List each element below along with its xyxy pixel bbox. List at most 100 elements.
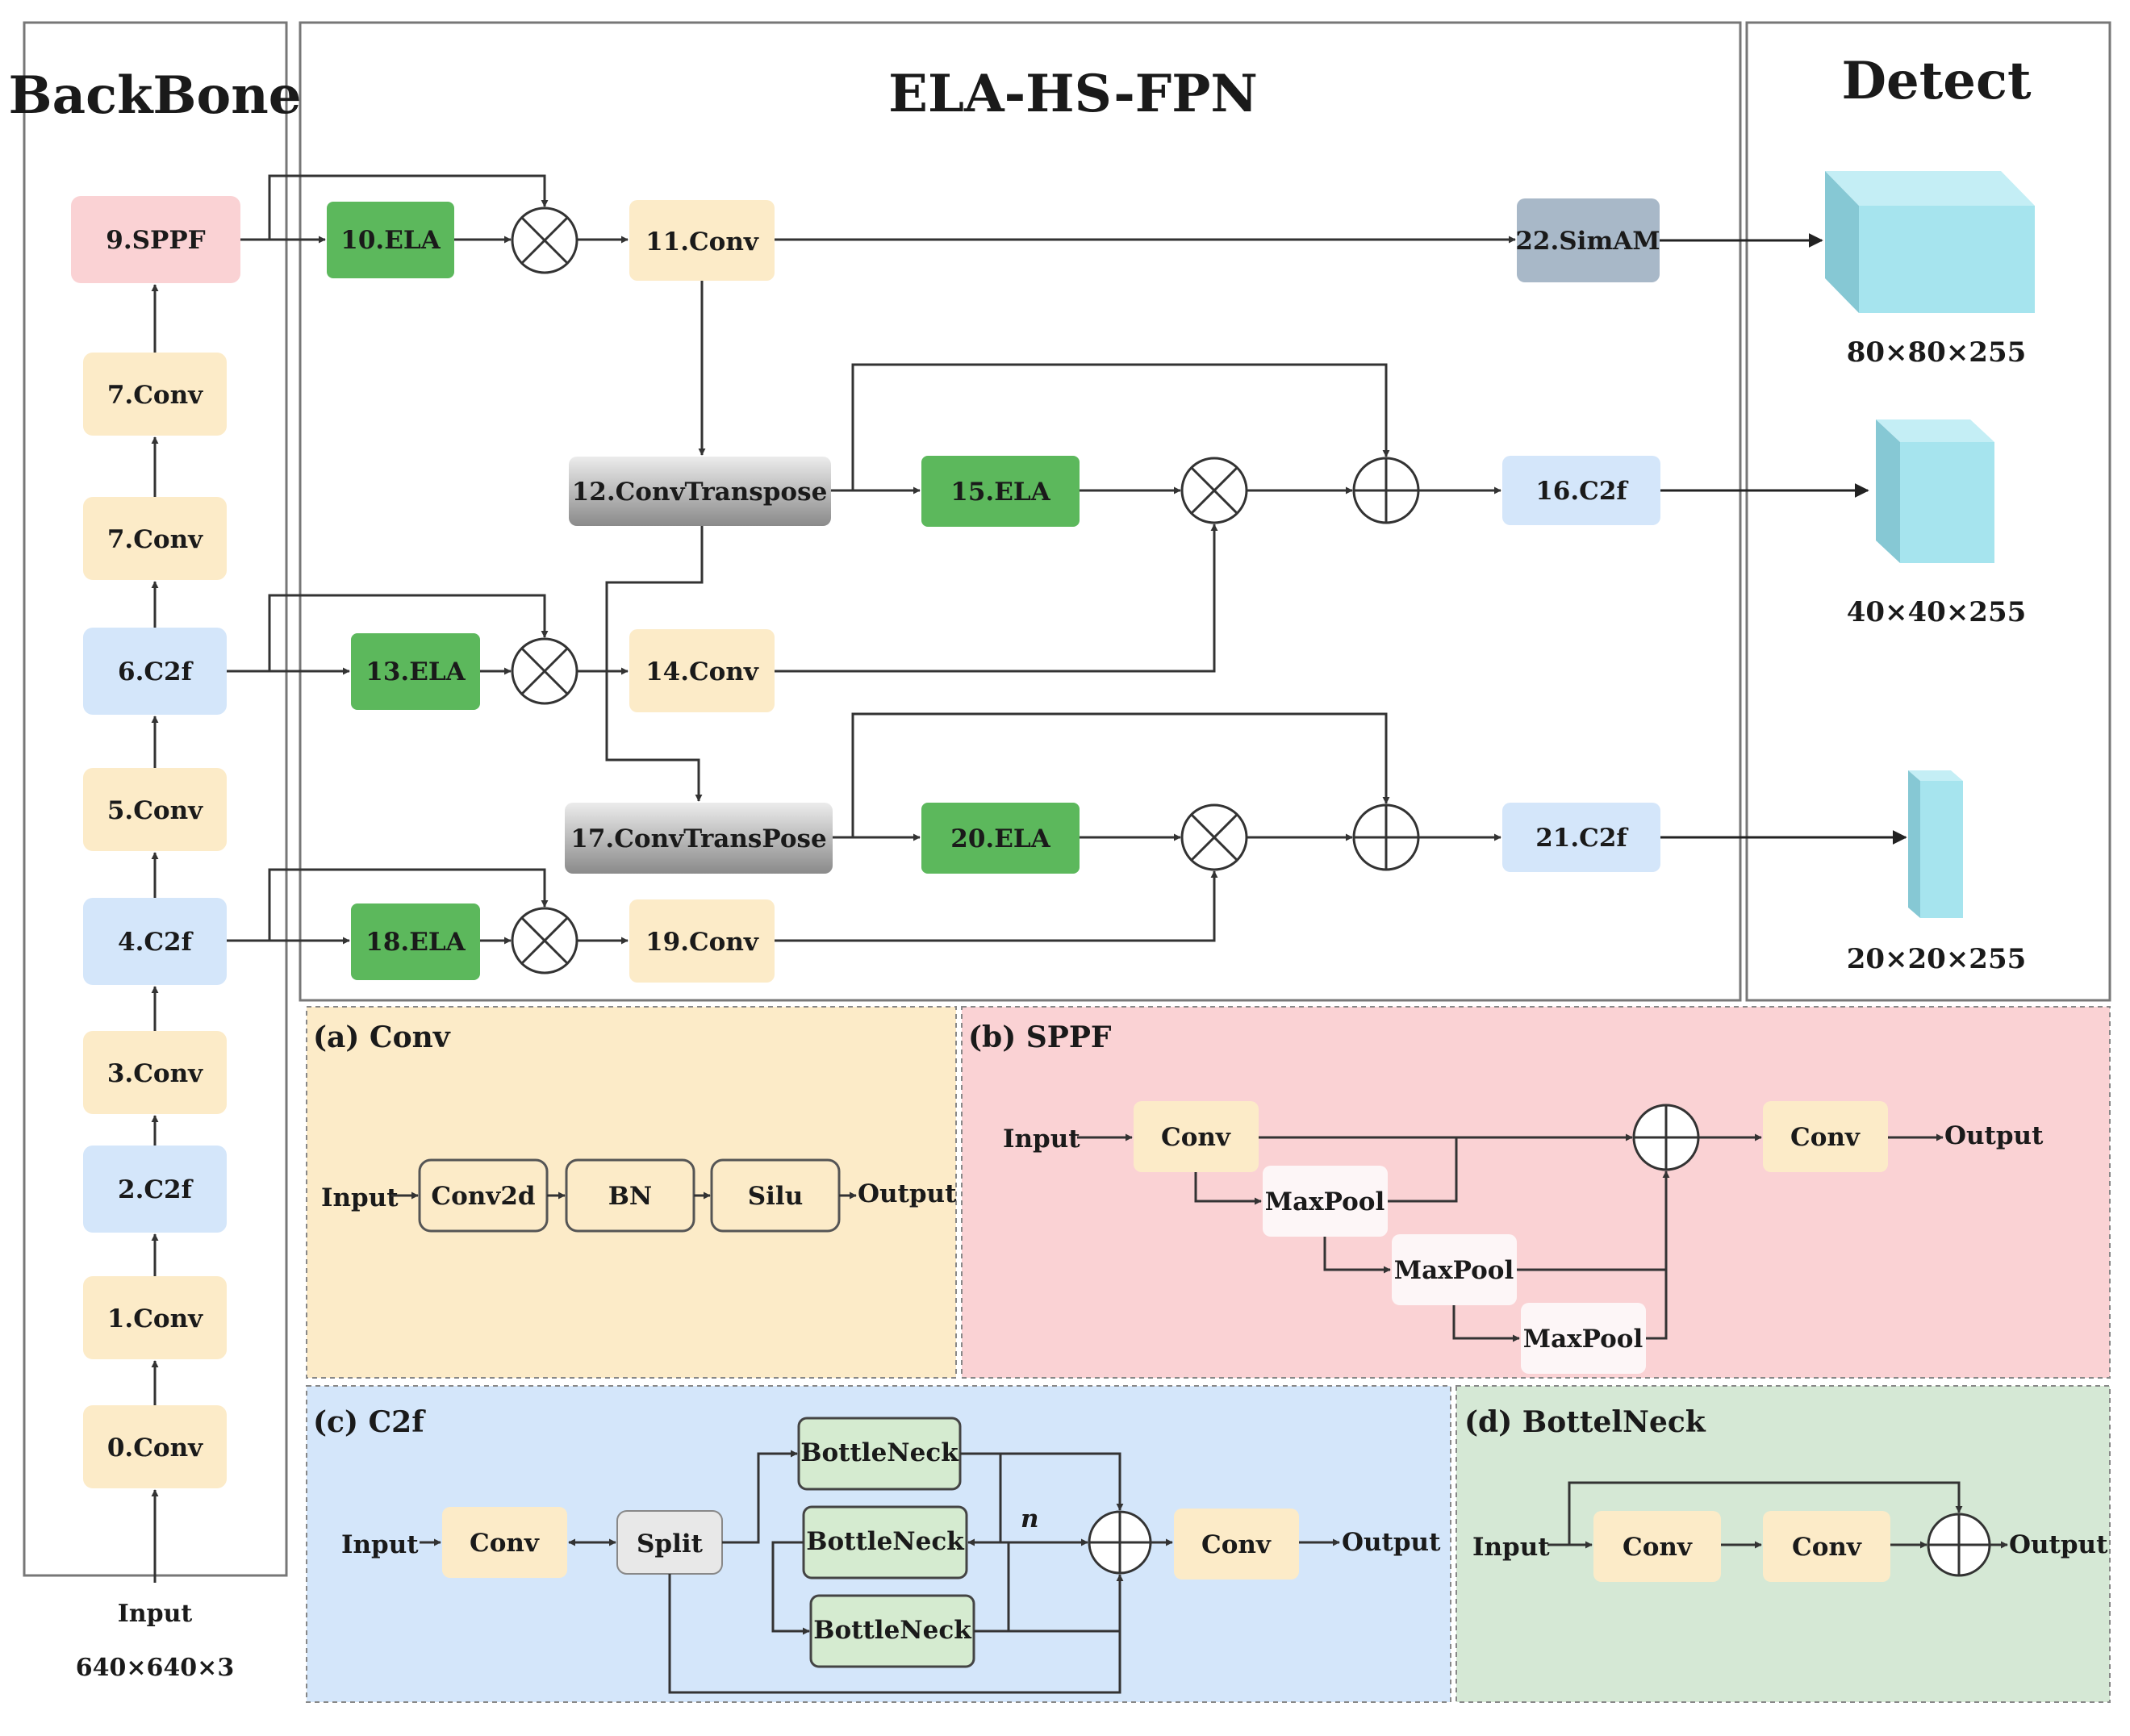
- add-operator: [1088, 1510, 1152, 1575]
- backbone-node-conv-1-label: 1.Conv: [107, 1304, 203, 1333]
- fpn-node-simam-22: 22.SimAM: [1515, 198, 1660, 282]
- panel-c-n-label: n: [1021, 1504, 1039, 1534]
- fpn-node-c2f-21: 21.C2f: [1502, 803, 1660, 872]
- output-dim-large: 80×80×255: [1847, 336, 2027, 369]
- fpn-node-convtranspose-12-label: 12.ConvTranspose: [572, 478, 828, 507]
- panel-d-conv-1-block: Conv: [1593, 1511, 1721, 1582]
- panel-c-bottleneck-3-label: BottleNeck: [813, 1616, 972, 1645]
- backbone-node-c2f-4: 4.C2f: [83, 898, 227, 985]
- backbone-input-label: Input: [118, 1600, 193, 1628]
- panel-d-output: Output: [2009, 1530, 2108, 1559]
- backbone-node-conv-0: 0.Conv: [83, 1405, 227, 1488]
- detect-panel: [1745, 21, 2111, 1002]
- panel-c-split-label: Split: [637, 1529, 704, 1559]
- panel-b-conv-in-label: Conv: [1161, 1123, 1231, 1152]
- panel-c-input: Input: [341, 1530, 419, 1559]
- backbone-node-conv-5: 5.Conv: [83, 768, 227, 851]
- fpn-node-conv-11-label: 11.Conv: [645, 227, 759, 257]
- panel-c-conv-out-label: Conv: [1201, 1530, 1272, 1559]
- backbone-node-sppf-label: 9.SPPF: [106, 226, 205, 255]
- fpn-node-ela-20-label: 20.ELA: [950, 824, 1050, 853]
- add-operator: [1352, 803, 1420, 871]
- fpn-node-ela-18-label: 18.ELA: [365, 928, 466, 957]
- fpn-node-ela-15: 15.ELA: [921, 456, 1080, 527]
- fpn-node-convtranspose-12: 12.ConvTranspose: [569, 457, 831, 526]
- fpn-connections: [227, 174, 1516, 945]
- backbone-title: BackBone: [9, 65, 302, 126]
- backbone-node-sppf: 9.SPPF: [71, 196, 240, 283]
- panel-b-maxpool-1-label: MaxPool: [1265, 1187, 1385, 1216]
- fpn-node-ela-13-label: 13.ELA: [365, 657, 466, 686]
- panel-c-title: (c) C2f: [313, 1405, 426, 1439]
- multiply-operator: [1180, 803, 1248, 871]
- output-dim-small: 20×20×255: [1847, 943, 2027, 975]
- panel-b-conv-out-label: Conv: [1790, 1123, 1861, 1152]
- output-dim-medium: 40×40×255: [1847, 596, 2027, 628]
- backbone-node-conv-8: 7.Conv: [83, 353, 227, 436]
- fpn-node-conv-14: 14.Conv: [629, 629, 775, 712]
- panel-c-conv-in-label: Conv: [470, 1529, 540, 1558]
- panel-a-output: Output: [858, 1179, 957, 1208]
- detect-arrows: [1660, 233, 1907, 845]
- fpn-node-simam-22-label: 22.SimAM: [1515, 227, 1660, 256]
- fpn-node-conv-14-label: 14.Conv: [645, 657, 759, 686]
- panel-d-input: Input: [1472, 1533, 1550, 1562]
- add-operator: [1632, 1104, 1700, 1171]
- backbone-node-conv-7-label: 7.Conv: [107, 525, 203, 554]
- multiply-operator: [511, 207, 578, 274]
- panel-c-bottleneck-1-label: BottleNeck: [800, 1438, 959, 1467]
- backbone-input-size: 640×640×3: [76, 1654, 234, 1682]
- fpn-node-ela-10-label: 10.ELA: [340, 226, 441, 255]
- fpn-node-conv-19: 19.Conv: [629, 899, 775, 983]
- output-cube-small: [1908, 770, 1963, 918]
- backbone-node-conv-3-label: 3.Conv: [107, 1059, 203, 1088]
- panel-b-output: Output: [1944, 1121, 2044, 1150]
- fpn-node-ela-15-label: 15.ELA: [950, 478, 1050, 507]
- add-operator: [1352, 457, 1420, 524]
- panel-a-silu-block: Silu: [710, 1158, 841, 1233]
- panel-c-bottleneck-2-label: BottleNeck: [806, 1527, 965, 1556]
- fpn-node-convtranspose-17: 17.ConvTransPose: [565, 803, 833, 874]
- fpn-panel: [299, 21, 1742, 1002]
- backbone-node-c2f-4-label: 4.C2f: [118, 928, 194, 957]
- backbone-node-c2f-2-label: 2.C2f: [118, 1175, 194, 1204]
- panel-a-input: Input: [321, 1183, 399, 1212]
- panel-b-maxpool-2-label: MaxPool: [1394, 1256, 1514, 1285]
- panel-b-maxpool-3-label: MaxPool: [1523, 1325, 1643, 1354]
- panel-c-split-block: Split: [616, 1510, 723, 1575]
- panel-c-bottleneck-1-block: BottleNeck: [797, 1417, 962, 1491]
- panel-c-conv-in-block: Conv: [442, 1507, 567, 1578]
- panel-c-bottleneck-3-block: BottleNeck: [809, 1594, 975, 1668]
- backbone-node-c2f-6-label: 6.C2f: [118, 657, 194, 686]
- multiply-operator: [511, 637, 578, 705]
- panel-b-conv-out-block: Conv: [1763, 1101, 1888, 1172]
- panel-a-conv2d-label: Conv2d: [431, 1182, 535, 1211]
- fpn-node-ela-18: 18.ELA: [351, 903, 480, 980]
- fpn-node-c2f-16-label: 16.C2f: [1535, 477, 1628, 506]
- panel-a-bn-block: BN: [565, 1158, 695, 1233]
- output-cube-medium: [1876, 419, 1994, 563]
- fpn-node-conv-11: 11.Conv: [629, 200, 775, 281]
- panel-b-input: Input: [1003, 1125, 1080, 1154]
- backbone-node-conv-7: 7.Conv: [83, 497, 227, 580]
- fpn-node-conv-19-label: 19.Conv: [645, 928, 759, 957]
- panel-b-maxpool-1-block: MaxPool: [1263, 1166, 1388, 1237]
- panel-a-conv2d-block: Conv2d: [418, 1158, 549, 1233]
- panel-a-title: (a) Conv: [313, 1020, 451, 1054]
- panel-b-title: (b) SPPF: [968, 1020, 1112, 1054]
- add-operator: [1927, 1513, 1991, 1577]
- panel-b-maxpool-2-block: MaxPool: [1392, 1234, 1517, 1305]
- detect-title: Detect: [1841, 51, 2031, 111]
- panel-c-bottleneck-2-block: BottleNeck: [802, 1505, 968, 1580]
- panel-c-conv-out-block: Conv: [1174, 1509, 1299, 1580]
- fpn-node-ela-13: 13.ELA: [351, 633, 480, 710]
- panel-b-conv-in-block: Conv: [1134, 1101, 1259, 1172]
- panel-d-title: (d) BottelNeck: [1464, 1405, 1706, 1439]
- panel-c-arrows: [420, 1450, 1340, 1694]
- multiply-operator: [511, 907, 578, 974]
- panel-b-maxpool-3-block: MaxPool: [1521, 1303, 1646, 1374]
- multiply-operator: [1180, 457, 1248, 524]
- backbone-node-conv-0-label: 0.Conv: [107, 1433, 203, 1463]
- panel-a-bn-label: BN: [608, 1182, 653, 1211]
- fpn-node-c2f-21-label: 21.C2f: [1535, 824, 1628, 853]
